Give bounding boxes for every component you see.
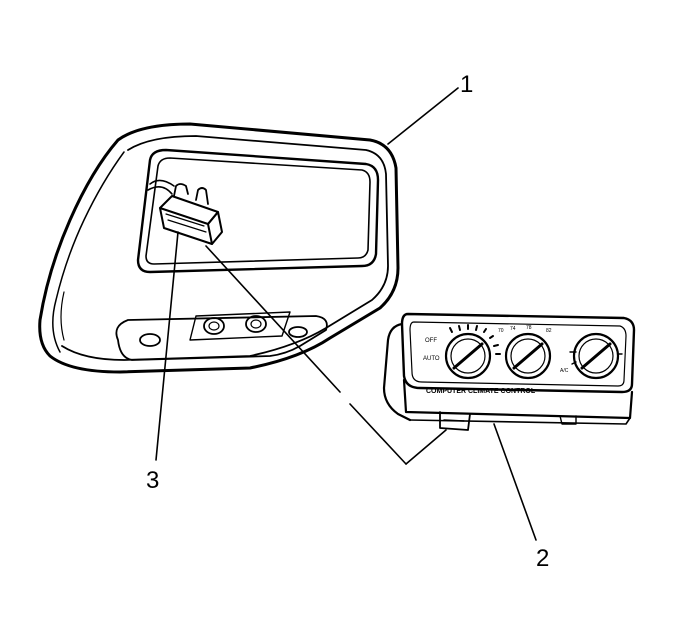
climate-label-temp-1: 70: [498, 328, 504, 334]
climate-housing-side: [382, 322, 412, 422]
climate-dial-middle-pointer: [512, 342, 544, 370]
connector-pins: [165, 213, 207, 233]
console-left-edge-2: [60, 291, 65, 341]
climate-dial-left-ring: [450, 338, 486, 374]
leader-line-3: [155, 231, 179, 461]
callout-3: 3: [146, 467, 159, 494]
connection-line-upper: [205, 245, 341, 393]
climate-dial-middle-ring: [510, 338, 546, 374]
climate-mount-tab: [439, 411, 471, 431]
console-left-edge: [52, 151, 125, 353]
console-knob-2: [245, 315, 267, 333]
climate-label-temp-3: 78: [526, 325, 532, 331]
climate-mount-tab-2: [443, 419, 465, 422]
connector-latch-2: [195, 187, 209, 205]
console-inner-rim: [61, 135, 389, 361]
climate-clip-right: [559, 415, 577, 425]
console-button-left: [139, 333, 161, 347]
climate-label-auto: AUTO: [423, 356, 440, 362]
connection-line-lower: [349, 403, 407, 465]
climate-faceplate-inner: [409, 321, 627, 387]
climate-housing-base: [409, 417, 631, 425]
console-display-opening: [136, 148, 380, 274]
leader-line-2: [493, 423, 537, 541]
climate-label-temp-2: 74: [510, 326, 516, 332]
leader-line-1: [387, 87, 459, 145]
climate-control-module: [382, 312, 636, 431]
climate-dial-left: [444, 332, 492, 380]
climate-dial-right-ticks: [569, 351, 623, 365]
console-lower-strip: [115, 315, 328, 361]
climate-dial-left-pointer: [452, 342, 484, 370]
climate-label-off: OFF: [425, 338, 437, 344]
console-outer-shell: [38, 122, 400, 374]
connector-wire: [149, 179, 175, 187]
console-display-inner: [145, 157, 371, 265]
connector-body-side: [207, 211, 223, 245]
connection-line-return: [405, 429, 447, 465]
climate-label-temp-4: 82: [546, 328, 552, 334]
callout-2: 2: [536, 545, 549, 572]
climate-dial-right-pointer: [580, 342, 612, 370]
connector-wire-2: [147, 186, 173, 195]
climate-housing-bottom: [402, 378, 634, 420]
console-knob-1: [203, 317, 225, 335]
climate-panel-title: COMPUTER CLIMATE CONTROL: [426, 388, 536, 395]
climate-faceplate: [400, 312, 636, 394]
console-button-right: [288, 326, 308, 338]
climate-dial-right: [572, 332, 620, 380]
overhead-console: [38, 122, 400, 374]
connector-latch: [173, 183, 189, 197]
console-knob-1-inner: [208, 321, 220, 331]
climate-dial-right-ring: [578, 338, 614, 374]
climate-dial-left-ticks: [449, 324, 501, 355]
electrical-connector: [147, 179, 223, 245]
climate-dial-middle: [504, 332, 552, 380]
callout-1: 1: [460, 71, 473, 98]
console-lower-recess: [189, 311, 291, 341]
climate-label-ac: A/C: [560, 368, 569, 374]
console-knob-2-inner: [250, 319, 262, 329]
